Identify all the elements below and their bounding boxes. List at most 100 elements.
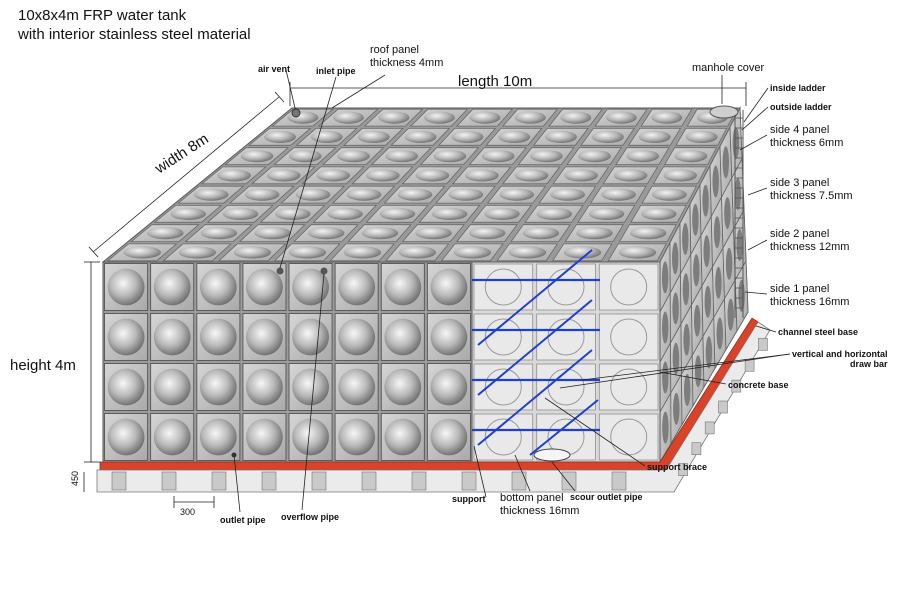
roof-panel-dome bbox=[663, 169, 697, 182]
cutaway-panel bbox=[598, 263, 659, 311]
inlet-pipe-fitting bbox=[276, 267, 284, 275]
title-line-1: 10x8x4m FRP water tank bbox=[18, 7, 187, 24]
roof-panel-dome bbox=[275, 207, 311, 220]
roof-panel-dome bbox=[433, 150, 467, 163]
cutaway-panel bbox=[473, 363, 534, 411]
side-panel-dome bbox=[693, 254, 700, 287]
roof-panel-dome bbox=[652, 188, 687, 201]
cutaway-panel bbox=[473, 263, 534, 311]
cutaway-panel bbox=[598, 313, 659, 361]
cutaway-panel-ring bbox=[610, 368, 648, 406]
side-panel-dome bbox=[672, 242, 679, 275]
side-panel-dome bbox=[727, 298, 734, 331]
side-panel-dome bbox=[661, 261, 669, 294]
front-panel-dome bbox=[153, 318, 191, 356]
roof-panel-dome bbox=[316, 169, 351, 182]
front-panel-dome bbox=[384, 418, 422, 456]
side-panel-dome bbox=[732, 127, 740, 160]
roof-panel-dome bbox=[398, 246, 437, 259]
side-panel-dome bbox=[673, 392, 680, 425]
concrete-foot bbox=[744, 358, 755, 372]
roof-panel-dome bbox=[576, 227, 613, 240]
outside-ladder-leader bbox=[741, 106, 769, 131]
roof-panel-dome bbox=[651, 111, 683, 124]
foot-height-label: 450 bbox=[70, 470, 80, 486]
side-panel-dome bbox=[715, 266, 722, 299]
outlet-pipe-fitting bbox=[231, 452, 237, 458]
roof-panel-dome bbox=[288, 246, 327, 259]
concrete-base-leader bbox=[659, 371, 727, 385]
draw-bar-label-line-2: draw bar bbox=[850, 359, 888, 369]
roof-panel-dome bbox=[170, 207, 206, 220]
support-brace-leader bbox=[544, 397, 646, 467]
roof-panel-dome bbox=[379, 207, 416, 220]
roof-panel-dome bbox=[498, 130, 531, 143]
inlet-pipe-leader bbox=[279, 76, 337, 269]
roof-panel-dome bbox=[337, 150, 370, 163]
roof-panel-dome bbox=[508, 246, 547, 259]
roof-panel-dome bbox=[415, 169, 450, 182]
roof-panel-dome bbox=[424, 111, 455, 124]
overflow-pipe-label: overflow pipe bbox=[281, 512, 340, 522]
front-panel-dome bbox=[153, 418, 191, 456]
length-dimension-label: length 10m bbox=[458, 73, 533, 90]
cutaway-panel bbox=[598, 363, 659, 411]
width-dimension-line bbox=[92, 96, 280, 253]
side-panel-dome bbox=[672, 342, 680, 375]
side-panel-dome bbox=[734, 178, 741, 210]
roof-panel-dome bbox=[288, 150, 322, 163]
roof-panel-label-line-2: thickness 4mm bbox=[370, 57, 444, 69]
side-4-panel-label: side 4 panel thickness 6mm bbox=[770, 124, 843, 150]
side-4-panel-label-line-2: thickness 6mm bbox=[770, 137, 844, 149]
roof-panel-dome bbox=[254, 227, 291, 240]
roof-panel-dome bbox=[222, 207, 259, 220]
concrete-foot bbox=[111, 471, 127, 491]
front-panel-dome bbox=[199, 268, 237, 306]
front-panel-dome bbox=[338, 418, 376, 456]
bottom-panel-label-line-2: thickness 16mm bbox=[500, 505, 580, 517]
roof-panel-dome bbox=[378, 111, 410, 124]
side-3-panel-label-line-2: thickness 7.5mm bbox=[770, 190, 853, 202]
roof-panel-dome bbox=[605, 111, 637, 124]
diagonal-support-brace bbox=[529, 399, 599, 456]
draw-bar-label-line-1: vertical and horizontal bbox=[792, 349, 888, 359]
concrete-foot bbox=[361, 471, 377, 491]
bottom-panel-label: bottom panel thickness 16mm bbox=[500, 492, 579, 518]
side-panel-dome bbox=[722, 146, 729, 179]
annotation-leaders bbox=[83, 69, 791, 513]
cutaway-panel-ring bbox=[610, 318, 648, 356]
front-panel-dome bbox=[107, 418, 145, 456]
side-wall-panels bbox=[659, 106, 749, 464]
channel-steel-base-label: channel steel base bbox=[778, 327, 859, 337]
cutaway-panel-ring bbox=[484, 418, 522, 456]
front-wall-panels bbox=[102, 261, 473, 463]
roof-panel-dome bbox=[469, 227, 506, 240]
roof-panel-dome bbox=[641, 207, 677, 220]
concrete-foot bbox=[561, 471, 577, 491]
roof-panel-dome bbox=[536, 207, 572, 220]
side-3-panel-leader bbox=[747, 187, 768, 196]
concrete-foot bbox=[758, 338, 768, 351]
side-panel-dome bbox=[684, 374, 691, 406]
roof-panels bbox=[101, 107, 741, 263]
cutaway-panel-ring bbox=[610, 268, 648, 306]
front-panel-dome bbox=[338, 318, 376, 356]
roof-panel-dome bbox=[613, 169, 648, 182]
side-1-panel-leader bbox=[744, 291, 768, 295]
side-4-panel-leader bbox=[739, 134, 768, 151]
side-panel-dome bbox=[672, 292, 679, 325]
roof-panel-dome bbox=[233, 246, 272, 259]
roof-panel-dome bbox=[560, 111, 592, 124]
side-panel-dome bbox=[692, 203, 699, 236]
front-panel-dome bbox=[430, 368, 468, 406]
support-brace-label: support brace bbox=[647, 462, 708, 472]
roof-panel-dome bbox=[514, 169, 549, 182]
front-panel-dome bbox=[199, 418, 237, 456]
diagonal-support-brace bbox=[477, 299, 593, 396]
height-dimension-label: height 4m bbox=[10, 357, 76, 374]
front-panel-dome bbox=[338, 368, 376, 406]
side-panel-dome bbox=[704, 285, 711, 318]
side-panel-dome bbox=[713, 216, 721, 249]
roof-panel-dome bbox=[366, 169, 400, 182]
roof-panel-dome bbox=[361, 227, 399, 240]
